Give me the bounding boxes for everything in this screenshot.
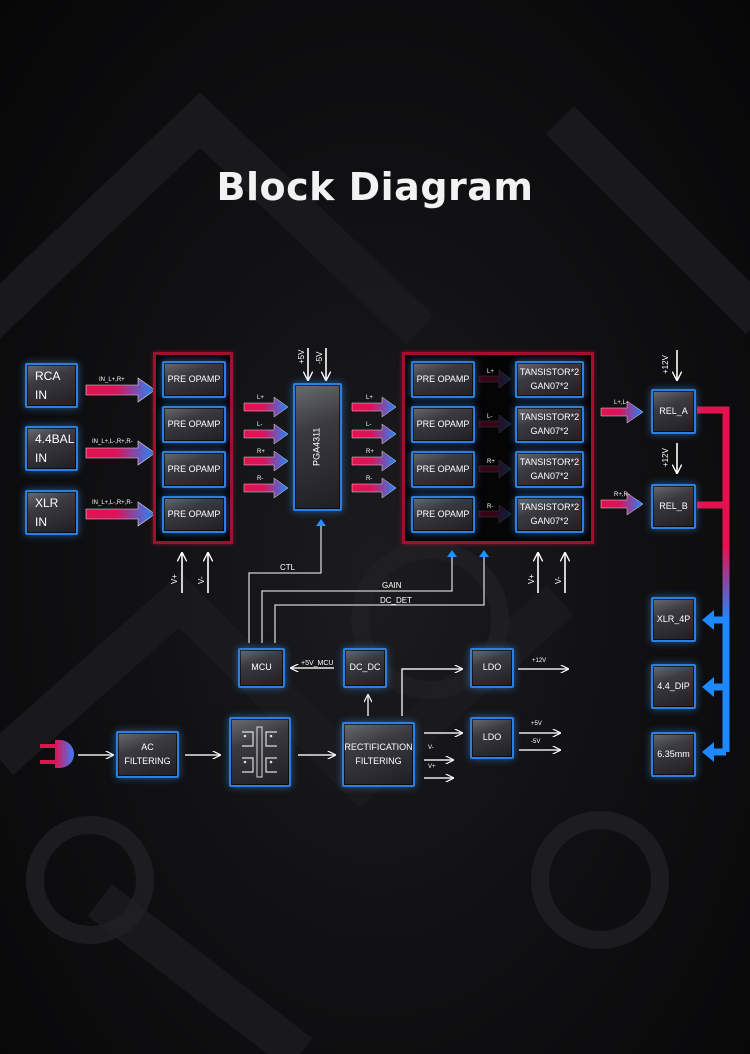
fat-arrow [600,400,644,424]
signal-label: L- [257,422,263,428]
pre-opamp-block: PRE OPAMP [411,361,475,398]
bus-arrowhead [702,742,714,762]
supply-label: V+ [170,573,179,584]
ldo-5v-block: LDO [470,717,514,759]
fat-arrow [351,450,397,472]
mcu-block: MCU [238,648,285,688]
output-4-4-dip: 4.4_DIP [651,664,696,709]
fat-arrow [85,377,156,403]
supply-label: -5V [531,739,541,745]
gain-label: GAIN [382,581,402,590]
supply-label: V- [428,745,434,751]
supply-label: V+ [428,764,436,770]
bus-arrowhead [702,677,714,697]
output-bus [697,406,730,762]
power-plug-icon [40,740,74,768]
signal-label: L- [487,414,493,420]
signal-label: L- [366,422,372,428]
supply-label: +5V [531,721,542,727]
signal-label: R+,R- [614,492,630,498]
signal-label: L+ [257,395,264,401]
output-xlr-4p: XLR_4P [651,597,696,642]
pre-opamp-block: PRE OPAMP [411,451,475,488]
fat-arrow [351,477,397,499]
supply-label: V- [197,576,206,584]
ldo-12v-block: LDO [470,648,514,688]
dc-det-label: DC_DET [380,596,413,605]
fat-arrow [85,501,156,527]
signal-label: IN_L+,L-,R+,R- [92,439,133,445]
pga-input-arrows [243,396,289,499]
supply-label: +12V [532,658,547,664]
mcu-supply-label: +5V_MCU [301,660,334,667]
fat-arrow [600,492,644,516]
fat-arrow [351,423,397,445]
page-title: Block Diagram [216,165,534,209]
pre-opamp-block: PRE OPAMP [162,361,226,398]
pre-opamp-block: PRE OPAMP [162,451,226,488]
pga-output-arrows [351,396,397,499]
supply-label: -5V [315,351,324,364]
signal-label: L+ [487,369,494,375]
output-6-35mm: 6.35mm [651,732,696,777]
pre-opamp-block: PRE OPAMP [162,406,226,443]
supply-label: V+ [527,573,536,584]
signal-label: R- [487,504,494,510]
pre-opamp-block: PRE OPAMP [411,406,475,443]
signal-label: R- [257,476,264,482]
signal-label: L+,L- [614,400,628,406]
pga4311-chip: PGA4311 [293,383,342,511]
signal-label: L+ [366,395,373,401]
fat-arrow [243,423,289,445]
supply-label: +5V [297,349,306,364]
supply-label: V- [554,576,563,584]
relay-a: REL_A [651,389,696,434]
signal-label: R+ [366,449,374,455]
fat-arrow [243,396,289,418]
fat-arrow [243,450,289,472]
supply-label: +12V [661,355,670,374]
relay-b: REL_B [651,484,696,529]
fat-arrow [85,440,156,466]
fat-arrow [351,396,397,418]
pre-opamp-block: PRE OPAMP [411,496,475,533]
signal-label: IN_L+,L-,R+,R- [92,500,133,506]
pre-opamp-block: PRE OPAMP [162,496,226,533]
dc-dc-block: DC_DC [343,648,387,688]
signal-label: IN_L+,R+ [99,377,125,383]
signal-label: R+ [257,449,265,455]
signal-label: R- [366,476,373,482]
transformer-icon [242,726,277,778]
input-arrows [85,377,156,527]
fat-arrow [243,477,289,499]
transformer-block [229,717,291,787]
supply-label: +12V [661,448,670,467]
signal-label: R+ [487,459,495,465]
ctl-label: CTL [280,563,296,572]
bus-arrowhead [702,610,714,630]
